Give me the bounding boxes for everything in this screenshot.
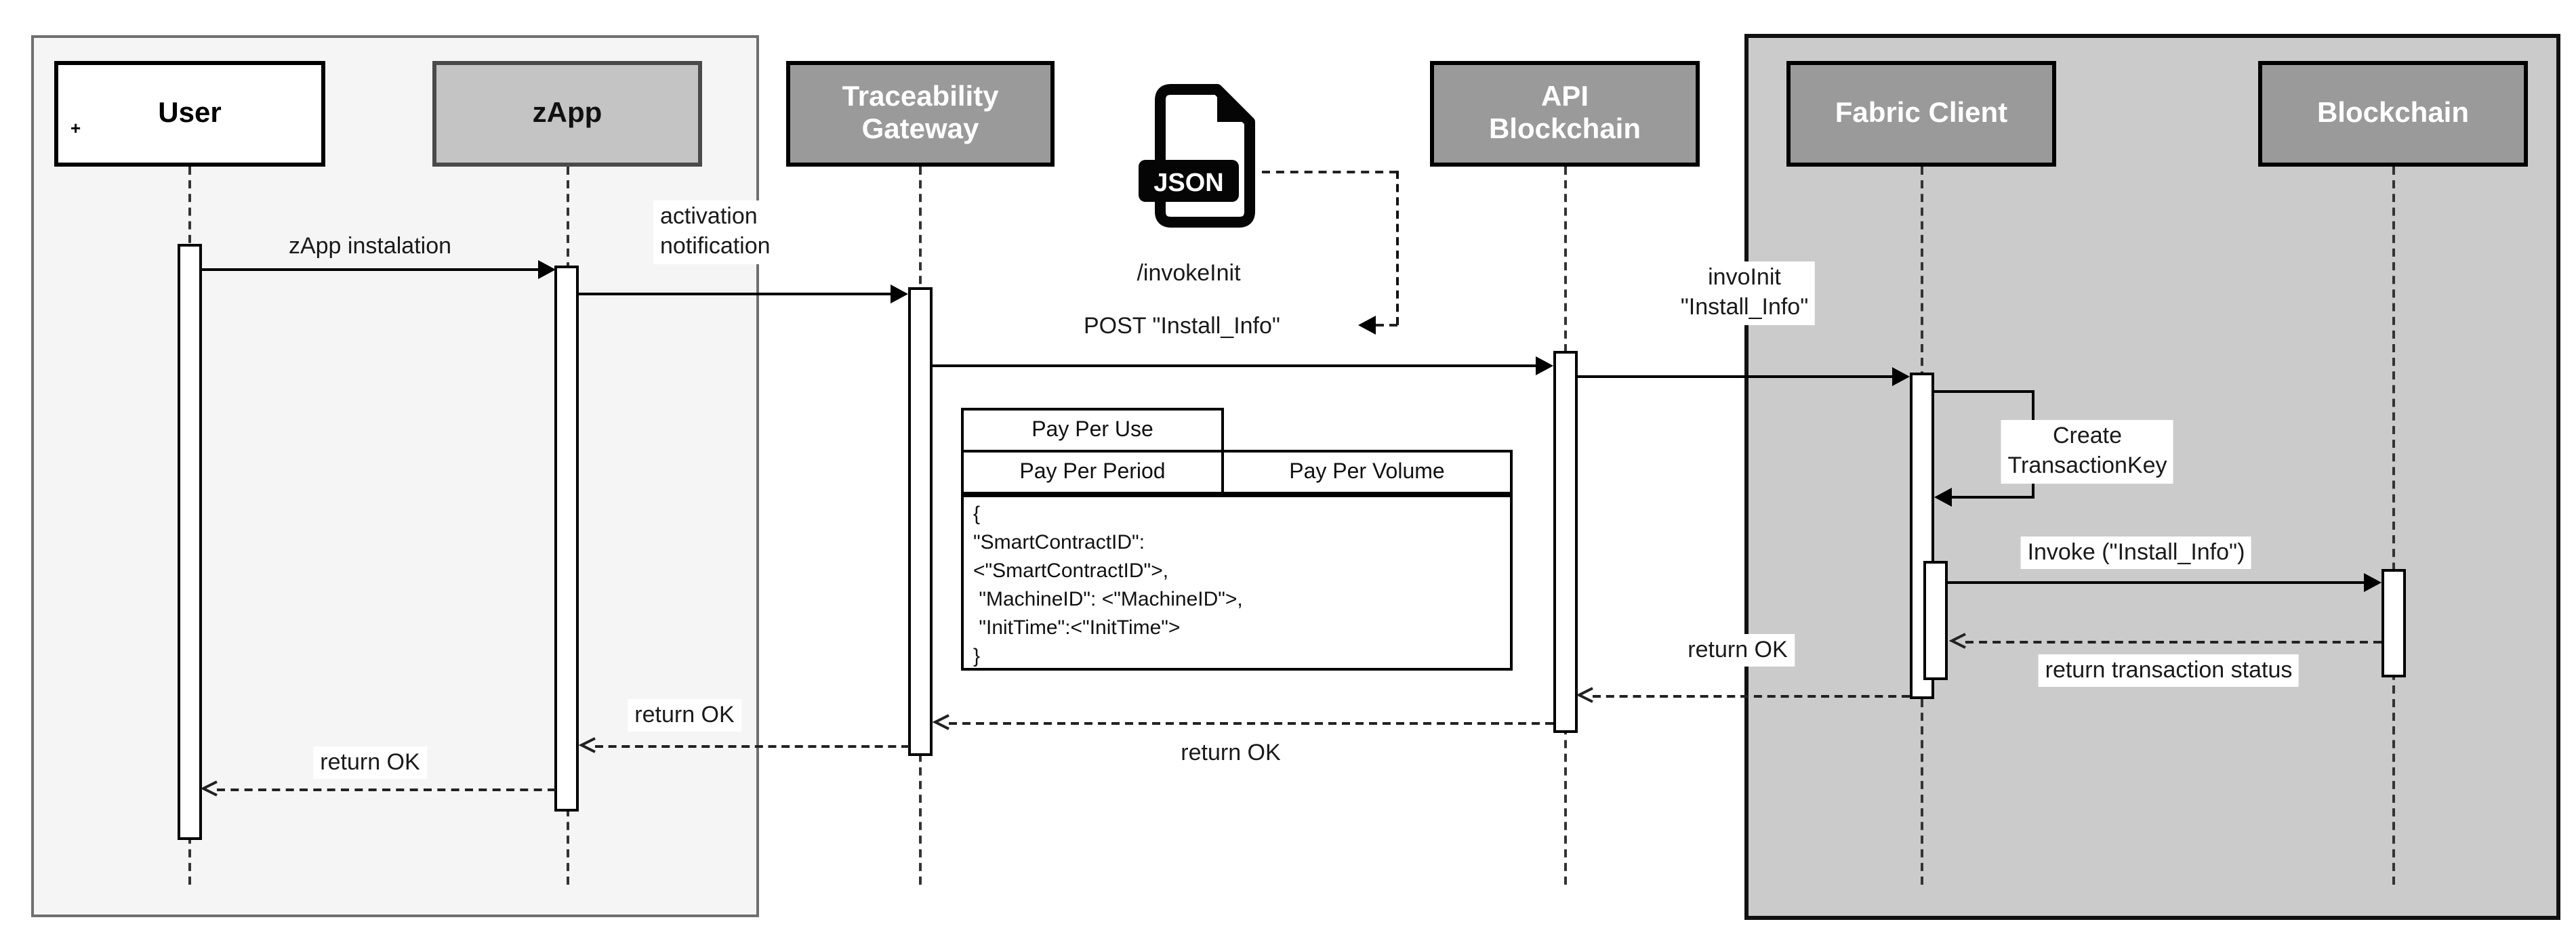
arrow-return-ok-zapp-user (217, 788, 556, 791)
arrow-return-ok-fabric-api (1593, 695, 1910, 698)
label-invo-init: invoInit "Install_Info" (1673, 261, 1816, 325)
arrowhead-create-transaction-key (1934, 488, 1952, 507)
actor-label-zapp: zApp (532, 97, 602, 129)
lifeline-blockchain (2392, 167, 2395, 885)
note-tab-row: Pay Per Period Pay Per Volume (961, 450, 1513, 494)
json-connector-horizontal (1262, 171, 1397, 173)
label-return-tx-status: return transaction status (2038, 654, 2299, 688)
actor-label-gateway: Gateway (861, 114, 979, 145)
label-return-ok-zapp-user: return OK (313, 746, 427, 780)
arrow-return-ok-tg-zapp (595, 745, 909, 748)
json-connector-end (1376, 324, 1397, 327)
arrowhead-return-ok-api-tg (932, 714, 949, 730)
arrowhead-zapp-installation (538, 260, 556, 279)
actor-label-fabric-client: Fabric Client (1835, 97, 2008, 129)
self-loop-bottom (1952, 496, 2033, 499)
arrow-invoke-init-post (933, 364, 1537, 367)
note-json-line: { (973, 503, 981, 526)
note-tab-pay-per-use-label: Pay Per Use (1031, 418, 1153, 441)
note-json-line: <"SmartContractID">, (973, 560, 1169, 583)
arrow-zapp-installation (202, 268, 538, 271)
label-zapp-installation: zApp instalation (288, 233, 452, 259)
actor-label-user: User (158, 97, 222, 129)
actor-label-api-blockchain: Blockchain (1488, 114, 1641, 145)
note-tab-pay-per-volume-label: Pay Per Volume (1289, 460, 1445, 483)
arrowhead-invoke-install-info (2364, 573, 2381, 592)
json-file-icon: JSON (1139, 84, 1255, 228)
label-return-ok-fabric-api: return OK (1681, 634, 1795, 667)
note-json-line: } (973, 645, 981, 668)
actor-box-api-blockchain: API Blockchain (1430, 61, 1700, 167)
arrowhead-return-tx-status (1948, 633, 1966, 649)
arrow-invo-init (1578, 375, 1892, 378)
arrow-return-tx-status (1965, 641, 2381, 644)
actor-box-zapp: zApp (432, 61, 702, 167)
label-activation-notification: activation notification (653, 201, 777, 264)
label-activation-line2: notification (660, 233, 771, 259)
label-invo-init-line2: "Install_Info" (1680, 294, 1809, 320)
activation-bar-zapp (554, 266, 579, 812)
note-tab-pay-per-period-label: Pay Per Period (1019, 460, 1166, 483)
note-json-line: "InitTime":<"InitTime"> (973, 616, 1181, 639)
arrow-invoke-install-info (1948, 581, 2364, 584)
note-tab-pay-per-period: Pay Per Period (961, 450, 1224, 494)
label-return-ok-tg-zapp: return OK (628, 699, 741, 732)
label-activation-line1: activation (660, 203, 758, 229)
arrow-activation-notification (579, 293, 892, 295)
label-return-ok-api-tg: return OK (1174, 737, 1288, 770)
note-tab-pay-per-use: Pay Per Use (961, 408, 1224, 453)
user-box-marker-dot: + (70, 118, 81, 138)
label-create-transaction-key: Create TransactionKey (2001, 420, 2174, 484)
activation-bar-traceability-gateway (908, 287, 933, 756)
label-create-line1: Create (2052, 423, 2123, 448)
actor-box-fabric-client: Fabric Client (1786, 61, 2056, 167)
note-tab-pay-per-volume: Pay Per Volume (1221, 450, 1513, 494)
actor-label-blockchain: Blockchain (2316, 97, 2470, 129)
activation-bar-user (178, 244, 202, 840)
label-invoke-init-post: POST "Install_Info" (1077, 310, 1287, 343)
json-connector-vertical (1396, 171, 1399, 325)
left-system-panel (31, 35, 759, 917)
actor-label-api: API (1540, 81, 1589, 112)
activation-bar-blockchain (2381, 569, 2406, 677)
arrowhead-activation-notification (891, 285, 908, 303)
label-invo-init-line1: invoInit (1708, 264, 1781, 290)
self-loop-top (1934, 390, 2035, 393)
label-create-line2: TransactionKey (2007, 453, 2167, 479)
arrow-return-ok-api-tg (949, 722, 1553, 725)
note-json-payload: {"SmartContractID":<"SmartContractID">, … (961, 492, 1513, 671)
note-json-line: "SmartContractID": (973, 531, 1145, 554)
arrowhead-json-connector (1358, 316, 1376, 335)
label-invoke-init-path: /invokeInit (1130, 257, 1248, 291)
arrowhead-invo-init (1892, 367, 1910, 386)
arrowhead-return-ok-fabric-api (1576, 687, 1593, 703)
actor-box-user: User (54, 61, 325, 167)
json-icon-label: JSON (1153, 169, 1223, 197)
arrowhead-invoke-init-post (1536, 356, 1553, 375)
arrowhead-return-ok-tg-zapp (578, 737, 596, 753)
label-invoke-install-info: Invoke ("Install_Info") (2020, 536, 2252, 570)
activation-bar-fabric-client-nested (1923, 561, 1948, 680)
actor-box-traceability-gateway: Traceability Gateway (786, 61, 1055, 167)
actor-label-traceability: Traceability (842, 81, 999, 112)
activation-bar-api-blockchain (1553, 351, 1578, 733)
arrowhead-return-ok-zapp-user (200, 780, 218, 797)
payment-note-box: Pay Per Use Pay Per Period Pay Per Volum… (961, 408, 1513, 671)
note-json-line: "MachineID": <"MachineID">, (973, 588, 1243, 611)
actor-box-blockchain: Blockchain (2258, 61, 2528, 167)
